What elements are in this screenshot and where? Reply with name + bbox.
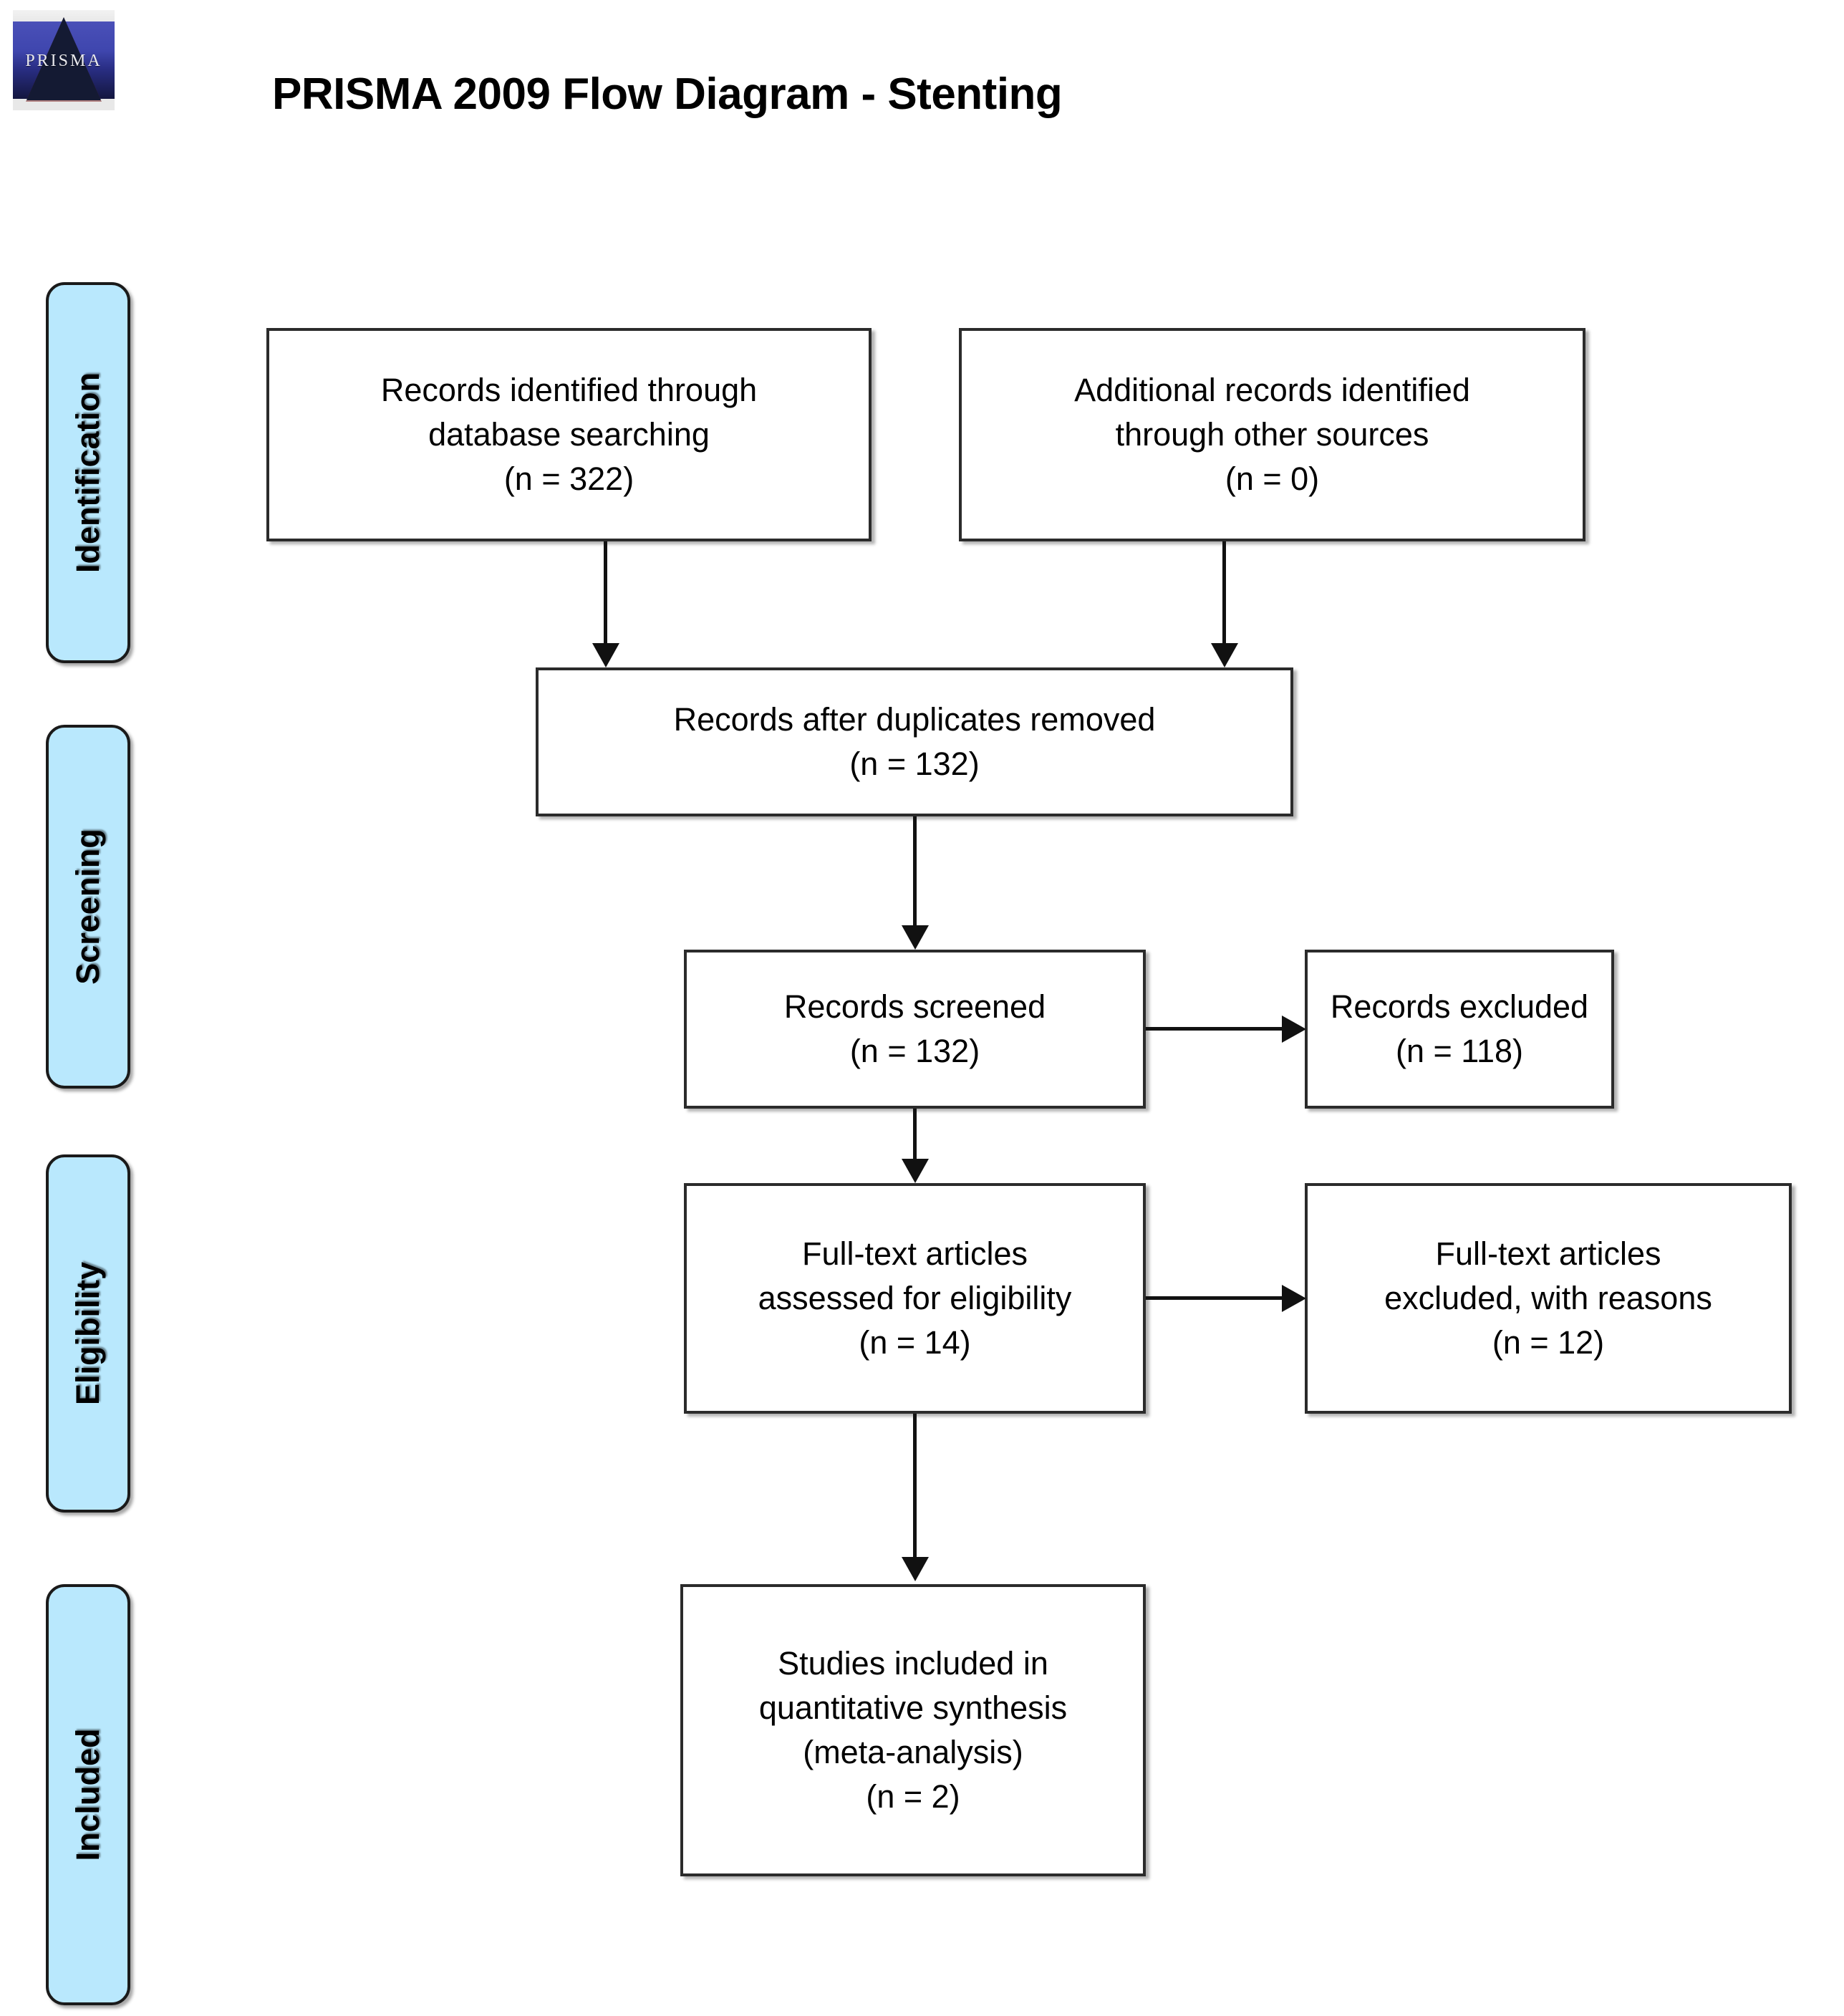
node-line: through other sources [1115, 415, 1429, 453]
arrowhead-other-to-dedup [1211, 643, 1238, 667]
node-count: (n = 118) [1395, 1033, 1524, 1069]
node-count: (n = 132) [849, 1033, 980, 1069]
arrowhead-dedup-to-screened [902, 925, 929, 950]
node-count: (n = 0) [1225, 460, 1320, 498]
node-line: assessed for eligibility [758, 1279, 1072, 1316]
node-line: Records excluded [1330, 988, 1589, 1025]
node-count: (n = 132) [849, 746, 980, 782]
node-line: Additional records identified [1074, 371, 1470, 408]
stage-screening: Screening [46, 725, 130, 1089]
node-records-screened: Records screened (n = 132) [684, 950, 1146, 1109]
node-line: Full-text articles [801, 1235, 1028, 1272]
arrowhead-screened-to-excluded [1282, 1016, 1306, 1043]
node-line: Records after duplicates removed [673, 700, 1156, 738]
node-line: (meta-analysis) [803, 1734, 1023, 1770]
prisma-logo: PRISMA [13, 10, 115, 110]
node-records-after-duplicates-removed: Records after duplicates removed (n = 13… [536, 667, 1293, 816]
stage-included-label: Included [69, 1728, 106, 1861]
node-line: Studies included in [778, 1644, 1048, 1682]
arrowhead-db-to-dedup [592, 643, 619, 667]
connector-fulltext-to-excluded [1146, 1296, 1283, 1300]
stage-eligibility: Eligibility [46, 1154, 130, 1513]
node-line: quantitative synthesis [758, 1689, 1068, 1726]
connector-screened-to-fulltext [913, 1109, 917, 1162]
node-line: Records screened [783, 988, 1046, 1025]
arrowhead-screened-to-fulltext [902, 1159, 929, 1183]
connector-screened-to-excluded [1146, 1027, 1283, 1031]
node-fulltext-assessed: Full-text articles assessed for eligibil… [684, 1183, 1146, 1414]
node-line: Records identified through [380, 371, 758, 408]
logo-wordmark: PRISMA [25, 52, 102, 70]
stage-included: Included [46, 1584, 130, 2005]
node-count: (n = 12) [1492, 1324, 1605, 1361]
node-records-identified-database: Records identified through database sear… [266, 328, 872, 541]
arrowhead-fulltext-to-included [902, 1557, 929, 1581]
node-records-excluded: Records excluded (n = 118) [1305, 950, 1614, 1109]
node-fulltext-excluded: Full-text articles excluded, with reason… [1305, 1183, 1792, 1414]
connector-other-to-dedup [1222, 541, 1226, 646]
node-additional-records-other-sources: Additional records identified through ot… [959, 328, 1585, 541]
node-line: Full-text articles [1435, 1235, 1661, 1272]
node-studies-included: Studies included in quantitative synthes… [680, 1584, 1146, 1876]
node-line: excluded, with reasons [1384, 1279, 1712, 1316]
node-count: (n = 322) [503, 460, 634, 498]
node-line: database searching [428, 415, 710, 453]
arrowhead-fulltext-to-excluded [1282, 1285, 1306, 1312]
node-count: (n = 14) [859, 1324, 971, 1361]
stage-identification: Identification [46, 282, 130, 663]
stage-screening-label: Screening [69, 829, 106, 985]
stage-eligibility-label: Eligibility [69, 1261, 106, 1406]
logo-prism-icon [26, 17, 101, 100]
connector-fulltext-to-included [913, 1414, 917, 1560]
stage-identification-label: Identification [69, 372, 106, 573]
connector-db-to-dedup [604, 541, 607, 646]
node-count: (n = 2) [866, 1778, 960, 1815]
page-title: PRISMA 2009 Flow Diagram - Stenting [272, 69, 1063, 119]
connector-dedup-to-screened [913, 816, 917, 928]
